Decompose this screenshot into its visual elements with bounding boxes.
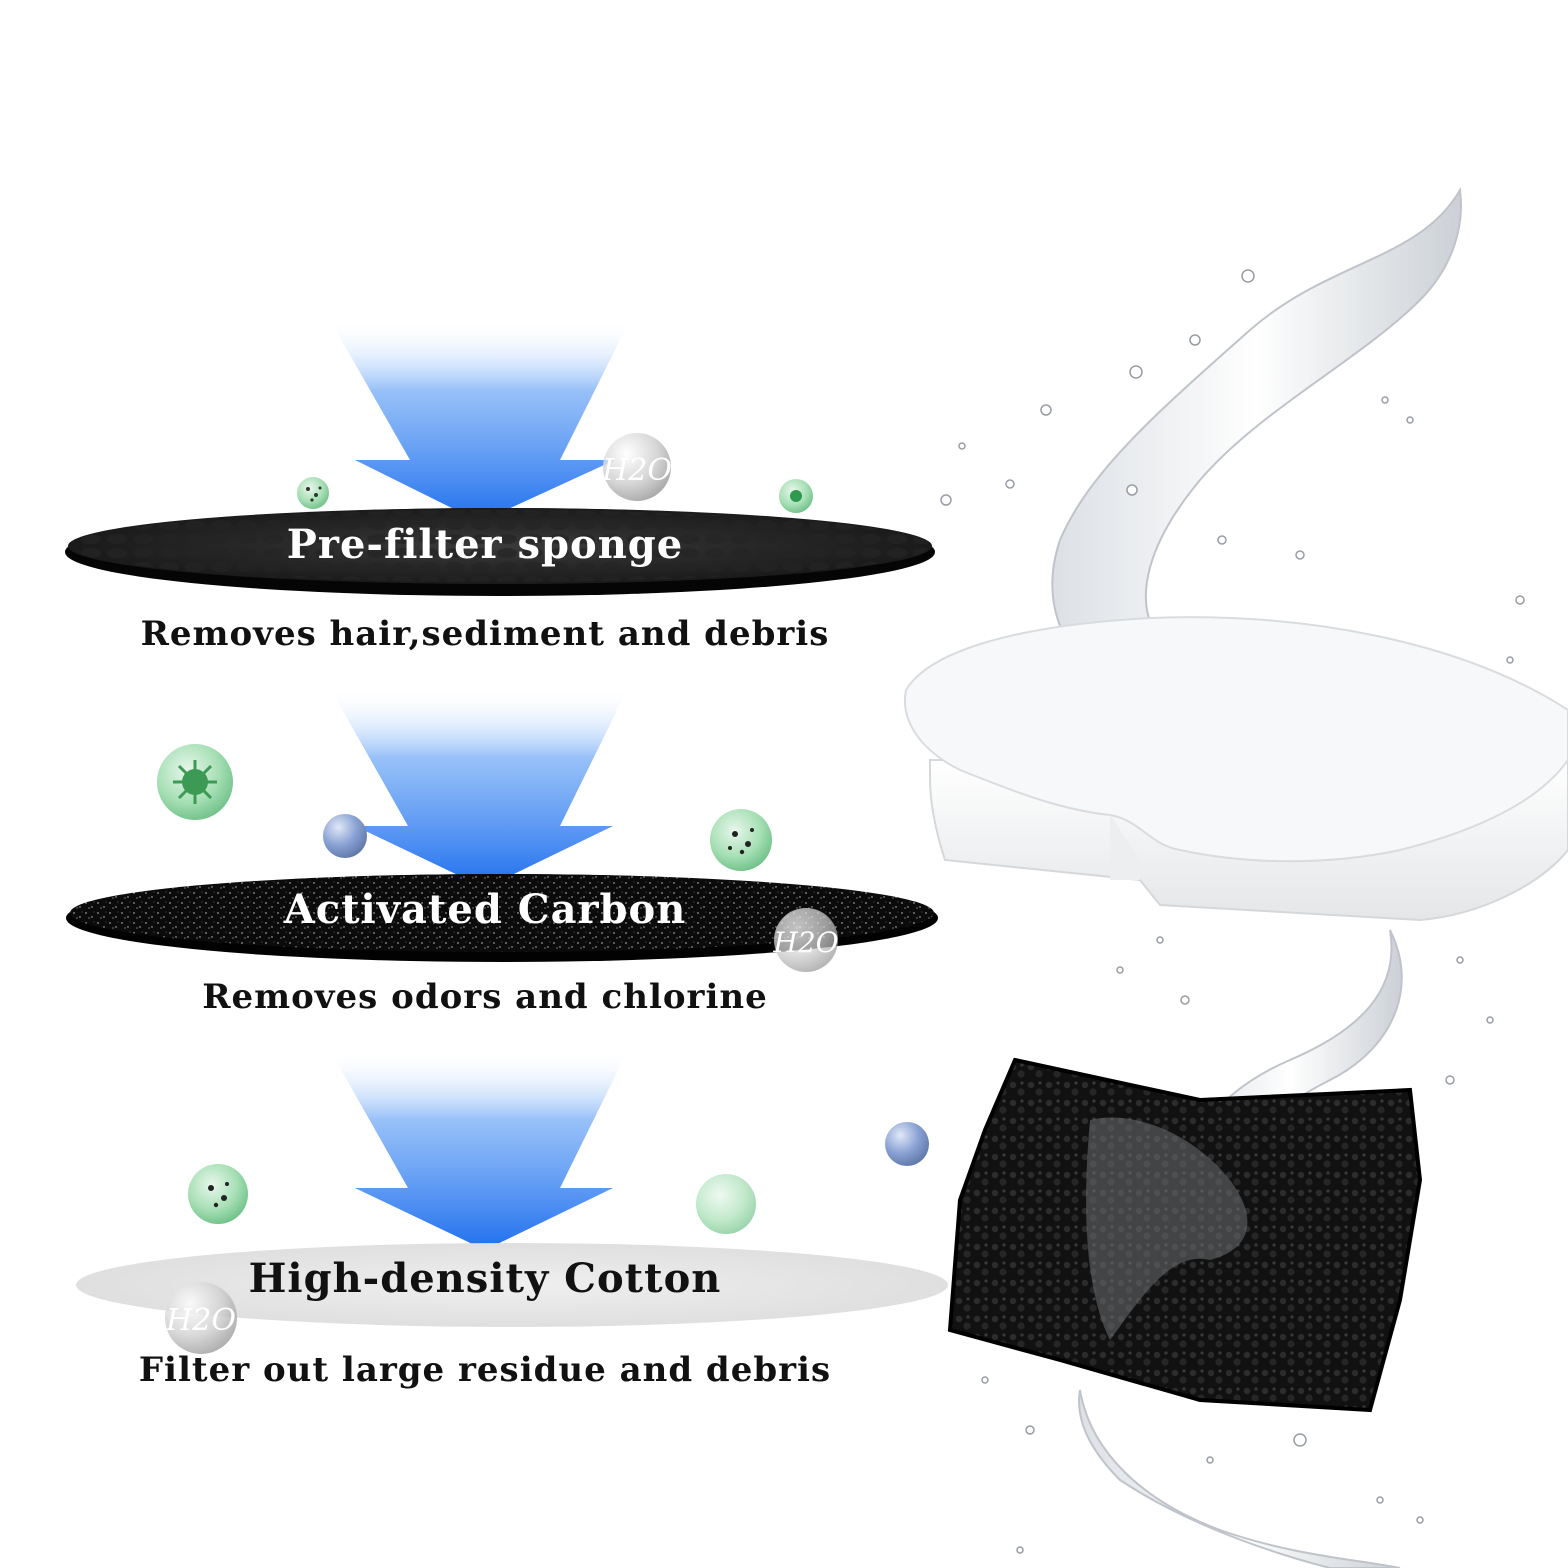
layer-description-pre-filter: Removes hair,sediment and debris [140,614,830,654]
filter-cartridge-image [904,616,1568,922]
arrow-icon [330,688,628,888]
activated-carbon-disc [66,874,938,962]
water-drop-ball-icon [323,814,367,858]
bacteria-icon [188,1164,248,1224]
svg-text:H2O: H2O [772,926,838,959]
residue-ball-icon [696,1174,756,1234]
arrow-icon [330,1050,628,1250]
pre-filter-sponge-disc [65,508,935,596]
bacteria-icon [710,809,772,871]
arrow-icon [330,320,630,522]
svg-text:H2O: H2O [165,1303,236,1338]
layer-title-cotton: High-density Cotton [248,1255,722,1302]
layer-title-pre-filter: Pre-filter sponge [286,521,684,568]
layer-description-activated-carbon: Removes odors and chlorine [202,977,768,1017]
layer-description-cotton: Filter out large residue and debris [138,1350,832,1390]
water-drop-ball-icon [885,1122,929,1166]
bacteria-icon [297,477,329,509]
foam-sponge-image [947,1057,1423,1413]
water-molecule-icon: H2O [601,433,672,501]
svg-text:H2O: H2O [601,453,672,488]
water-molecule-icon: H2O [772,908,839,972]
germ-icon [779,479,813,513]
layer-title-activated-carbon: Activated Carbon [283,886,687,933]
germ-icon [157,744,233,820]
water-molecule-icon: H2O [165,1282,237,1354]
cotton-disc [76,1243,948,1327]
